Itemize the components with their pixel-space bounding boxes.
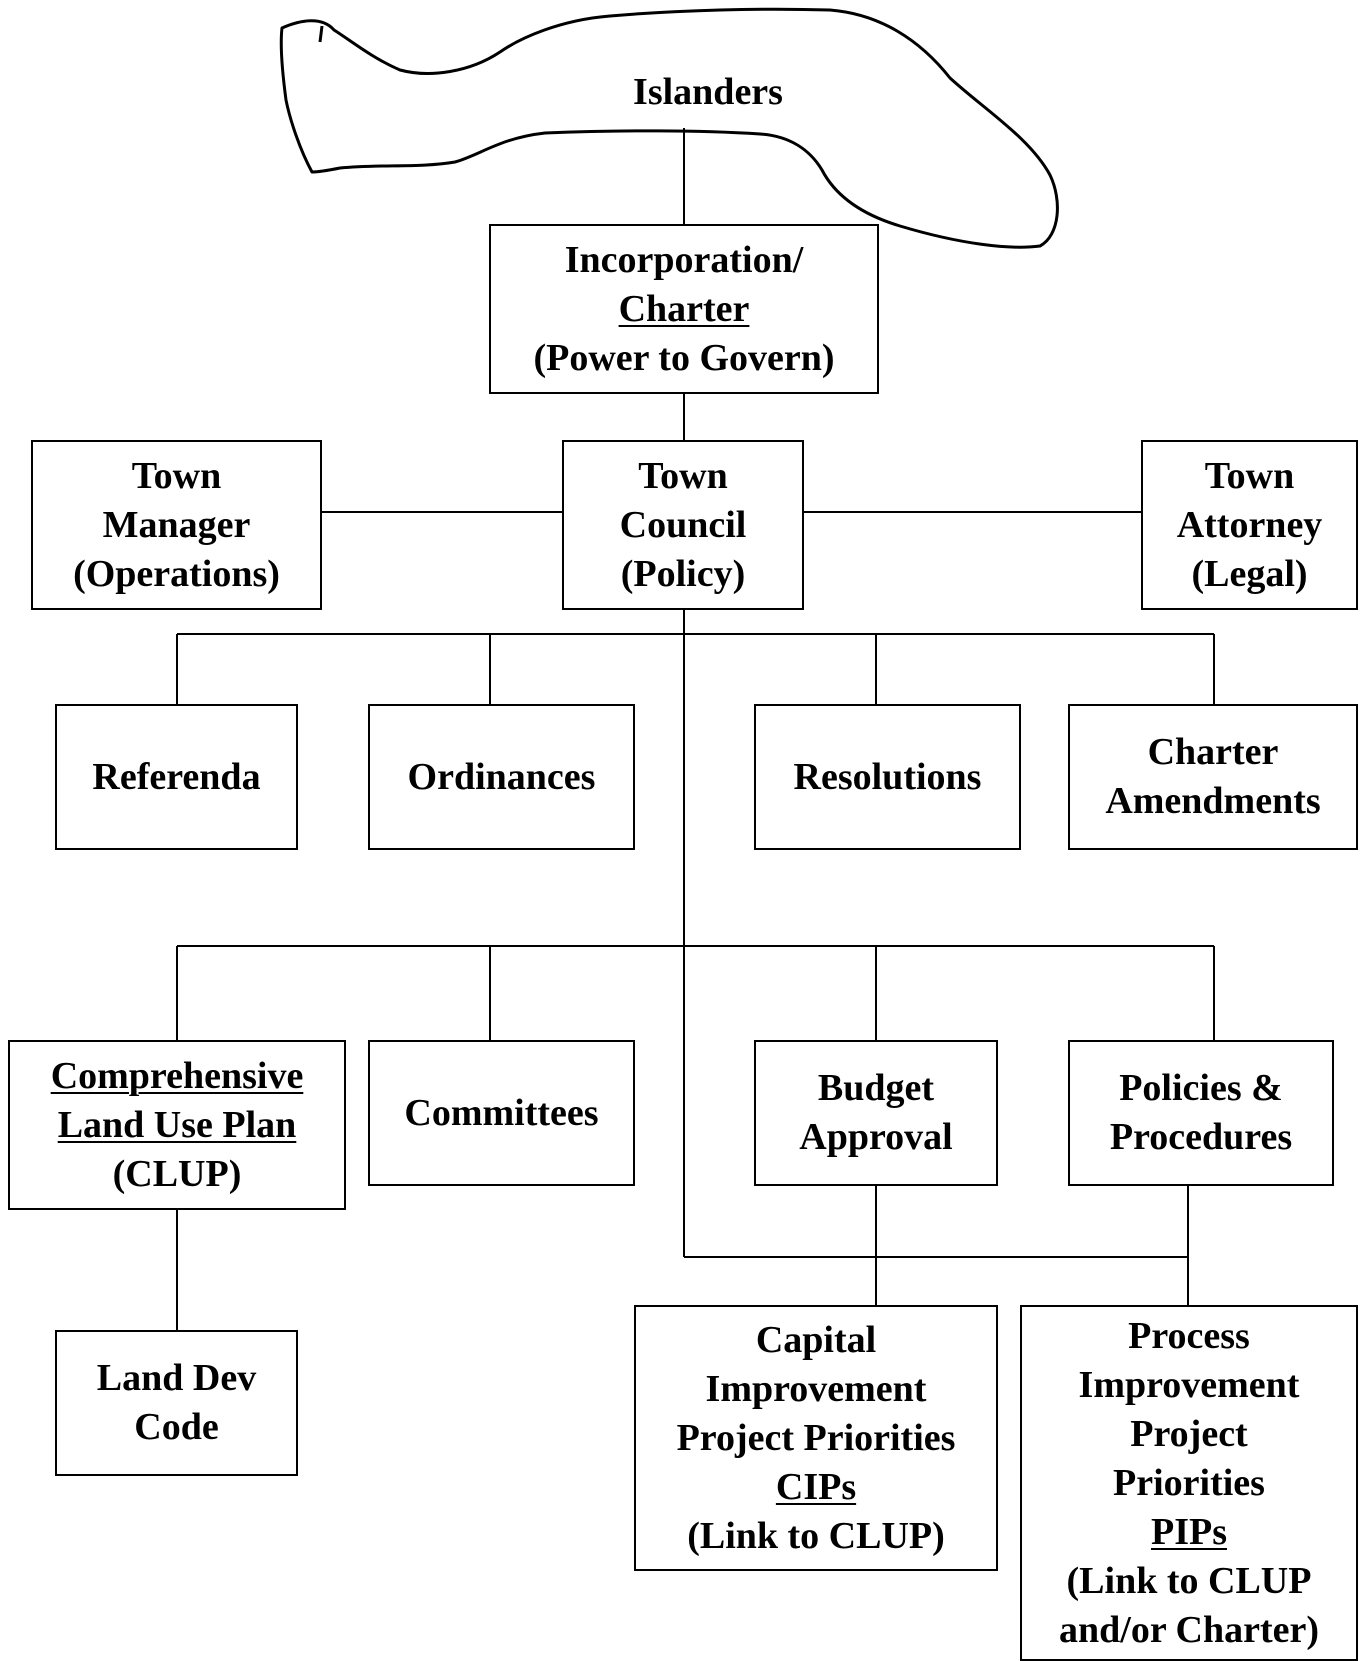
town-attorney-box: Town Attorney (Legal) <box>1141 440 1358 610</box>
islanders-label: Islanders <box>633 71 783 113</box>
pips-box: Process Improvement Project Priorities P… <box>1020 1305 1358 1661</box>
town-attorney-line1: Town <box>1204 454 1295 497</box>
cips-box: Capital Improvement Project Priorities C… <box>634 1305 998 1571</box>
pips-line4: Priorities <box>1113 1461 1265 1504</box>
town-attorney-line2: Attorney <box>1176 503 1323 546</box>
pips-line2: Improvement <box>1078 1363 1300 1406</box>
cips-line4: CIPs <box>775 1465 857 1508</box>
clup-box: Comprehensive Land Use Plan (CLUP) <box>8 1040 346 1210</box>
town-council-box: Town Council (Policy) <box>562 440 804 610</box>
pips-line3: Project <box>1130 1412 1248 1455</box>
town-attorney-line3: (Legal) <box>1191 552 1308 595</box>
pips-line6: (Link to CLUP <box>1066 1559 1312 1602</box>
pips-line1: Process <box>1128 1314 1250 1357</box>
charter-box: Incorporation/ Charter (Power to Govern) <box>489 224 879 394</box>
charter-line2: Charter <box>618 287 750 330</box>
committees-box: Committees <box>368 1040 635 1186</box>
land-dev-code-box: Land Dev Code <box>55 1330 298 1476</box>
budget-approval-line2: Approval <box>799 1116 953 1158</box>
clup-line1: Comprehensive <box>50 1054 304 1097</box>
island-outline <box>279 7 1059 249</box>
policies-procedures-box: Policies & Procedures <box>1068 1040 1334 1186</box>
island-mark <box>318 25 324 43</box>
clup-line3: (CLUP) <box>112 1152 242 1195</box>
referenda-label: Referenda <box>92 755 261 798</box>
land-dev-code-line1: Land Dev <box>96 1357 257 1399</box>
clup-line2: Land Use Plan <box>57 1103 297 1146</box>
charter-line3: (Power to Govern) <box>533 336 835 379</box>
policies-procedures-line1: Policies & <box>1119 1067 1283 1109</box>
charter-amendments-line2: Amendments <box>1105 780 1321 822</box>
land-dev-code-line2: Code <box>134 1406 219 1448</box>
resolutions-box: Resolutions <box>754 704 1021 850</box>
policies-procedures-line2: Procedures <box>1109 1116 1293 1158</box>
budget-approval-line1: Budget <box>817 1067 935 1109</box>
town-council-line1: Town <box>638 454 728 497</box>
town-manager-line2: Manager <box>102 503 251 546</box>
resolutions-label: Resolutions <box>793 755 982 798</box>
charter-amendments-line1: Charter <box>1147 731 1279 773</box>
charter-amendments-box: Charter Amendments <box>1068 704 1358 850</box>
town-manager-line1: Town <box>131 454 222 497</box>
town-manager-line3: (Operations) <box>73 552 280 595</box>
ordinances-box: Ordinances <box>368 704 635 850</box>
ordinances-label: Ordinances <box>407 755 596 798</box>
cips-line2: Improvement <box>705 1367 927 1410</box>
pips-line5: PIPs <box>1151 1510 1227 1553</box>
cips-line3: Project Priorities <box>676 1416 956 1459</box>
town-council-line3: (Policy) <box>620 552 746 595</box>
budget-approval-box: Budget Approval <box>754 1040 998 1186</box>
cips-line5: (Link to CLUP) <box>687 1514 945 1557</box>
charter-line1: Incorporation/ <box>564 238 804 281</box>
pips-line7: and/or Charter) <box>1059 1608 1319 1651</box>
town-council-line2: Council <box>619 503 747 546</box>
cips-line1: Capital <box>755 1318 877 1361</box>
committees-label: Committees <box>404 1091 599 1134</box>
town-manager-box: Town Manager (Operations) <box>31 440 322 610</box>
referenda-box: Referenda <box>55 704 298 850</box>
